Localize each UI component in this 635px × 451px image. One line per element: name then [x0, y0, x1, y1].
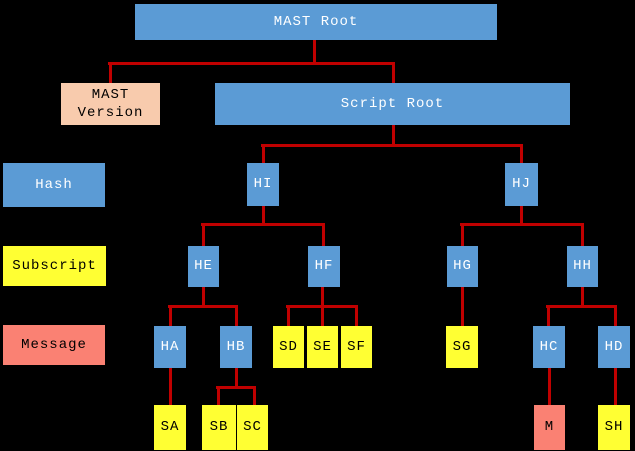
- connector-line: [313, 40, 316, 65]
- connector-line: [520, 206, 523, 226]
- connector-line: [217, 387, 220, 405]
- node-sc: SC: [237, 405, 268, 450]
- connector-line: [322, 224, 325, 246]
- connector-line: [202, 287, 205, 308]
- node-mast-root: MAST Root: [135, 4, 497, 40]
- node-sd: SD: [273, 326, 304, 368]
- connector-line: [614, 368, 617, 405]
- connector-line: [461, 224, 464, 246]
- node-ha: HA: [154, 326, 186, 368]
- node-sb: SB: [202, 405, 236, 450]
- node-hc: HC: [533, 326, 565, 368]
- connector-line: [261, 144, 523, 147]
- legend-message: Message: [3, 325, 105, 365]
- node-hi: HI: [247, 163, 279, 206]
- connector-line: [235, 368, 238, 389]
- node-hh: HH: [567, 246, 598, 287]
- node-hb: HB: [220, 326, 252, 368]
- connector-line: [461, 287, 464, 326]
- connector-line: [287, 306, 290, 326]
- connector-line: [548, 368, 551, 405]
- node-script-root: Script Root: [215, 83, 570, 125]
- connector-line: [168, 305, 238, 308]
- connector-line: [253, 387, 256, 405]
- node-se: SE: [307, 326, 338, 368]
- node-he: HE: [188, 246, 219, 287]
- connector-line: [460, 223, 584, 226]
- connector-line: [262, 206, 265, 226]
- node-sa: SA: [154, 405, 186, 450]
- connector-line: [108, 62, 395, 65]
- connector-line: [169, 368, 172, 405]
- node-m: M: [534, 405, 565, 450]
- node-mast-version: MAST Version: [61, 83, 160, 125]
- node-hj: HJ: [505, 163, 538, 206]
- connector-line: [262, 145, 265, 163]
- connector-line: [520, 145, 523, 163]
- node-sf: SF: [341, 326, 372, 368]
- connector-line: [392, 63, 395, 83]
- connector-line: [202, 224, 205, 246]
- connector-line: [581, 287, 584, 308]
- connector-line: [109, 63, 112, 83]
- connector-line: [581, 224, 584, 246]
- connector-line: [286, 305, 358, 308]
- legend-hash: Hash: [3, 163, 105, 207]
- node-sh: SH: [598, 405, 630, 450]
- connector-line: [355, 306, 358, 326]
- node-sg: SG: [446, 326, 478, 368]
- legend-subscript: Subscript: [3, 246, 106, 286]
- node-hg: HG: [447, 246, 478, 287]
- connector-line: [392, 125, 395, 147]
- node-hf: HF: [308, 246, 340, 287]
- connector-line: [201, 223, 325, 226]
- connector-line: [235, 306, 238, 326]
- node-hd: HD: [598, 326, 630, 368]
- connector-line: [216, 386, 256, 389]
- connector-line: [614, 306, 617, 326]
- connector-line: [169, 306, 172, 326]
- connector-line: [547, 306, 550, 326]
- connector-line: [546, 305, 617, 308]
